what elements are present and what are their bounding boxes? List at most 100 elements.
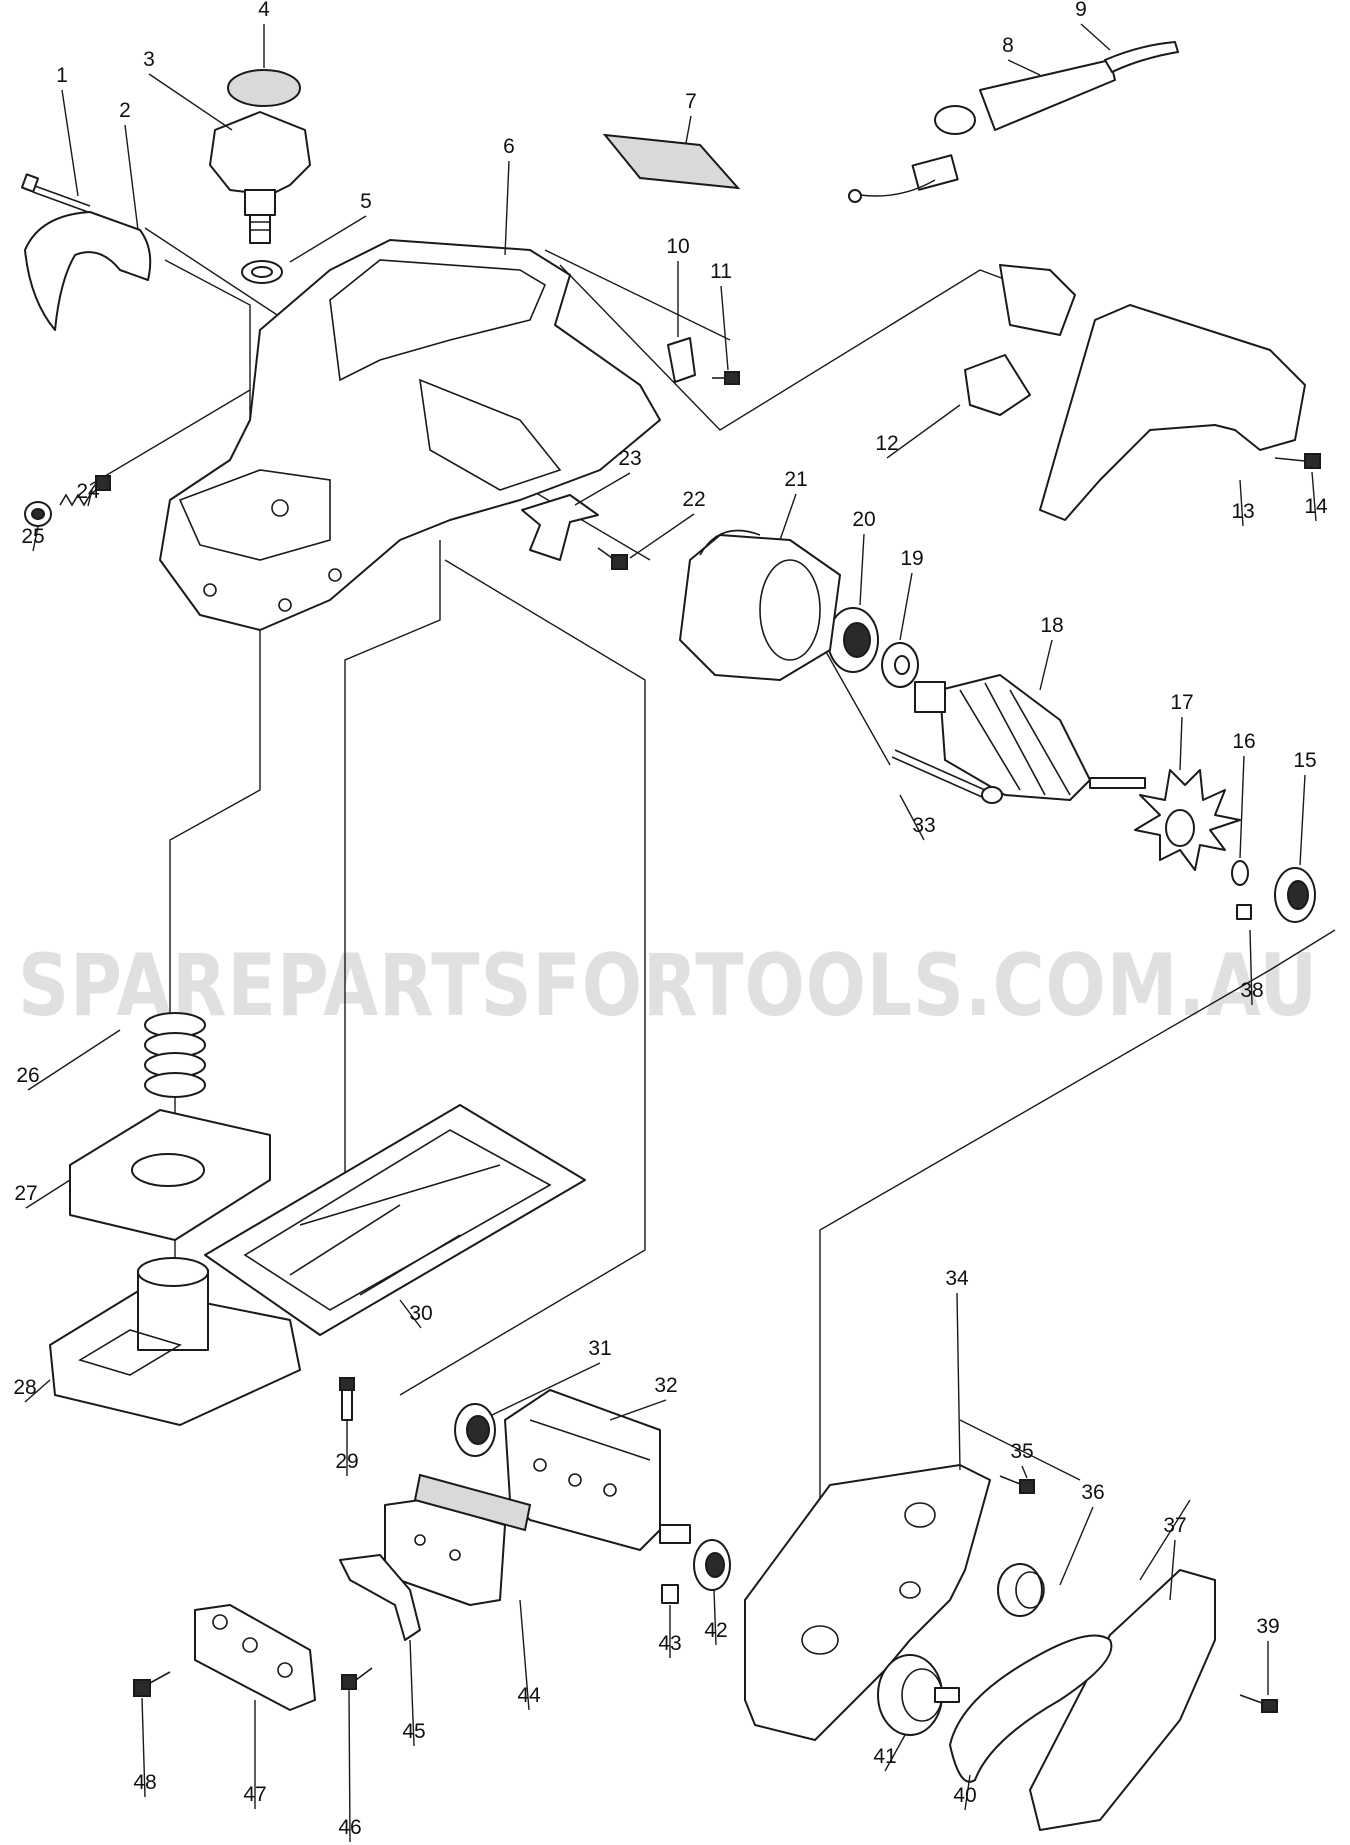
callout-label-34: 34	[945, 1267, 969, 1290]
callout-label-28: 28	[13, 1376, 36, 1399]
callout-label-12: 12	[875, 432, 898, 455]
callout-leader-42	[713, 1589, 717, 1646]
part-6-housing	[159, 239, 661, 631]
part-45-adjusting-plate	[339, 1554, 421, 1641]
part-9-cord	[1104, 41, 1179, 73]
callout-label-42: 42	[704, 1619, 727, 1642]
callout-label-44: 44	[517, 1684, 541, 1707]
part-43-key	[661, 1584, 679, 1604]
callout-label-47: 47	[243, 1783, 266, 1806]
part-24-carbon-brush	[59, 475, 111, 507]
callout-leader-20	[859, 533, 865, 606]
callout-leader-11	[720, 285, 729, 371]
callout-label-32: 32	[654, 1374, 677, 1397]
callout-label-15: 15	[1293, 749, 1316, 772]
callout-leader-41	[884, 1734, 906, 1772]
part-21-field	[679, 529, 841, 681]
part-46-screw	[341, 1667, 373, 1690]
callout-leader-22	[629, 513, 695, 559]
part-7-nameplate	[602, 133, 741, 190]
callout-leader-15	[1299, 774, 1306, 866]
part-5-washer	[241, 260, 283, 284]
part-4-knob-cap	[227, 69, 301, 107]
callout-leader-7	[685, 115, 692, 144]
callout-label-45: 45	[402, 1720, 425, 1743]
watermark-text: SPAREPARTSFORTOOLS.COM.AU	[18, 936, 1318, 1036]
callout-label-46: 46	[338, 1816, 361, 1839]
part-27-plate	[69, 1109, 271, 1241]
part-12-switch	[964, 264, 1076, 416]
callout-label-2: 2	[119, 99, 131, 122]
part-29-bolt	[339, 1377, 355, 1421]
callout-leader-32	[609, 1399, 667, 1421]
callout-leader-9	[1080, 23, 1111, 51]
callout-label-31: 31	[588, 1337, 611, 1360]
part-2-chip-deflector	[24, 211, 152, 331]
part-38-key	[1236, 904, 1252, 920]
part-16-retaining-ring	[1231, 860, 1249, 886]
part-20-bearing	[827, 607, 879, 673]
part-39-screw	[1239, 1694, 1278, 1713]
callout-label-16: 16	[1232, 730, 1255, 753]
part-28-depth-base	[49, 1257, 301, 1426]
callout-leader-26	[27, 1029, 121, 1091]
callout-label-25: 25	[21, 525, 44, 548]
callout-label-26: 26	[16, 1064, 39, 1087]
callout-label-5: 5	[360, 190, 372, 213]
callout-leader-13	[1239, 479, 1244, 527]
callout-label-37: 37	[1163, 1514, 1186, 1537]
part-33-screw	[891, 749, 1003, 804]
callout-leader-3	[148, 73, 233, 131]
callout-label-10: 10	[666, 235, 689, 258]
callout-leader-6	[504, 160, 510, 256]
callout-label-41: 41	[873, 1745, 896, 1768]
callout-leader-24	[87, 489, 93, 507]
part-42-bearing	[693, 1539, 731, 1591]
callout-leader-14	[1311, 471, 1317, 522]
callout-leader-28	[24, 1379, 51, 1403]
callout-leader-40	[964, 1774, 971, 1811]
callout-label-21: 21	[784, 468, 807, 491]
part-31-bearing	[454, 1403, 496, 1457]
callout-label-43: 43	[658, 1632, 681, 1655]
callout-leader-36	[1059, 1506, 1094, 1586]
part-22-screw	[597, 547, 628, 570]
callout-label-38: 38	[1240, 979, 1263, 1002]
callout-leader-46	[348, 1689, 351, 1843]
part-15-bearing	[1274, 867, 1316, 923]
part-26-spring	[144, 1012, 206, 1098]
callout-leader-18	[1039, 639, 1053, 691]
part-37-belt-cover	[1029, 1569, 1216, 1831]
part-19-washer	[881, 642, 919, 688]
callout-leader-37	[1169, 1539, 1176, 1601]
callout-label-11: 11	[710, 260, 732, 283]
part-10-cord-clamp	[667, 337, 696, 383]
part-48-screw	[133, 1671, 171, 1697]
callout-label-40: 40	[953, 1784, 976, 1807]
part-34-gear-housing	[744, 1464, 991, 1741]
callout-leader-16	[1239, 755, 1245, 859]
callout-label-27: 27	[14, 1182, 37, 1205]
part-18-armature	[914, 674, 1146, 801]
callout-leader-33	[899, 794, 925, 841]
part-30-front-base	[204, 1104, 586, 1336]
part-13-handle-cover	[1039, 304, 1306, 521]
part-1-screw	[20, 173, 91, 213]
callout-label-6: 6	[503, 135, 515, 158]
callout-leader-21	[779, 493, 797, 541]
callout-label-39: 39	[1256, 1615, 1279, 1638]
callout-label-17: 17	[1170, 691, 1193, 714]
part-36-pulley	[997, 1563, 1045, 1617]
part-17-fan	[1134, 769, 1241, 871]
callout-leader-45	[409, 1639, 415, 1747]
part-8-cord-guard	[911, 59, 1116, 191]
callout-label-36: 36	[1081, 1481, 1104, 1504]
callout-leader-27	[25, 1179, 71, 1209]
callout-leader-17	[1179, 716, 1183, 771]
callout-label-7: 7	[685, 90, 697, 113]
cord-wire	[859, 179, 936, 197]
callout-label-24: 24	[76, 480, 100, 503]
cord-terminal	[848, 189, 862, 203]
callout-leader-8	[1007, 59, 1041, 76]
